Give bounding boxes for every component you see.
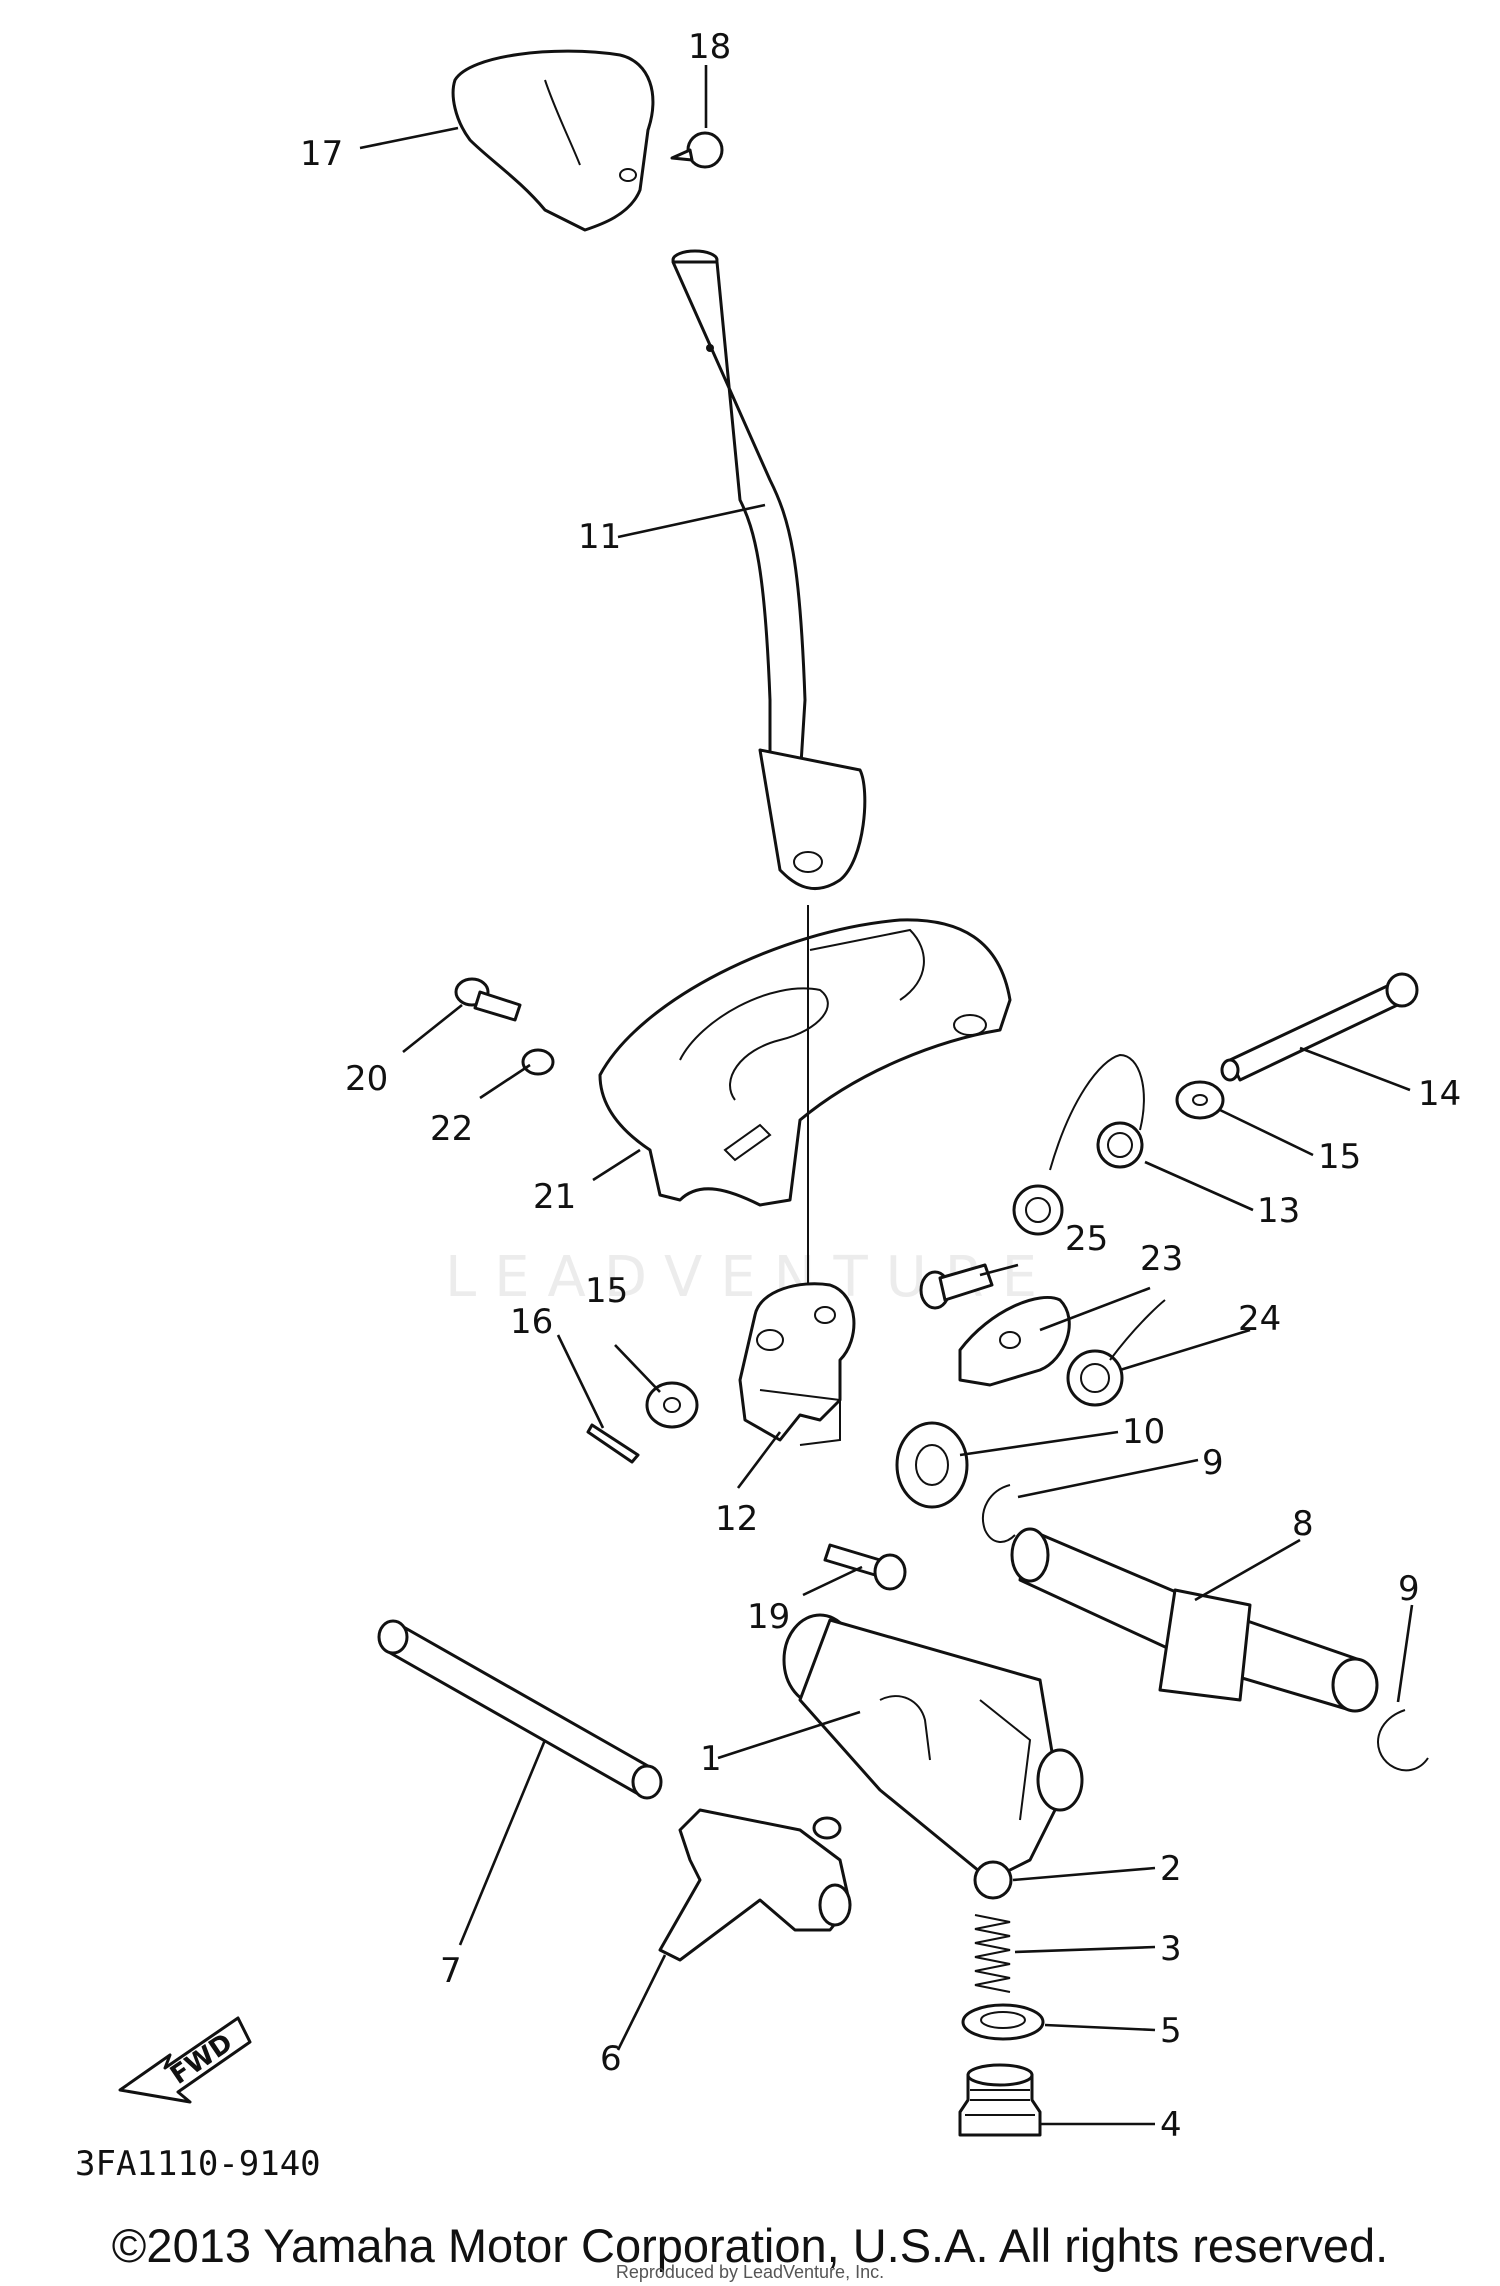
plug-part <box>958 2063 1042 2137</box>
callout-6: 6 <box>600 2039 622 2079</box>
callout-24: 24 <box>1238 1299 1281 1339</box>
cotter-pin-part <box>586 1423 640 1464</box>
spring-part <box>1012 1053 1145 1236</box>
callout-11: 11 <box>578 517 621 557</box>
callout-14: 14 <box>1418 1074 1461 1114</box>
washer-part <box>645 1381 699 1429</box>
callout-4: 4 <box>1160 2105 1182 2145</box>
bearing-part <box>895 1421 969 1509</box>
bolt-part <box>919 1263 994 1310</box>
callout-16: 16 <box>510 1302 553 1342</box>
shift-arm-part <box>738 1282 856 1446</box>
shift-knob-part <box>451 49 655 232</box>
callout-20: 20 <box>345 1059 388 1099</box>
torsion-spring-part <box>1066 1299 1166 1407</box>
callout-10: 10 <box>1122 1412 1165 1452</box>
callout-labels: 1 2 3 4 5 6 7 8 9 9 10 11 12 13 14 15 15… <box>300 27 1461 2145</box>
callout-leaders <box>359 65 1414 2126</box>
spring-part <box>974 1914 1011 1993</box>
bolt-part <box>823 1543 907 1591</box>
screw-part <box>670 131 724 169</box>
bolt-part <box>454 977 522 1022</box>
washer-part <box>961 2003 1045 2041</box>
direction-label: FWD <box>165 2028 238 2091</box>
callout-2: 2 <box>1160 1849 1182 1889</box>
callout-23: 23 <box>1140 1239 1183 1279</box>
shift-shaft-part <box>1010 1527 1379 1713</box>
callout-3: 3 <box>1160 1929 1182 1969</box>
callout-7: 7 <box>440 1951 462 1991</box>
callout-22: 22 <box>430 1109 473 1149</box>
callout-21: 21 <box>533 1177 576 1217</box>
callout-9-upper: 9 <box>1202 1443 1224 1483</box>
callout-15-left: 15 <box>585 1271 628 1311</box>
washer-part <box>521 1048 555 1076</box>
callout-25: 25 <box>1065 1219 1108 1259</box>
callout-9-lower: 9 <box>1398 1569 1420 1609</box>
callout-18: 18 <box>688 27 731 67</box>
callout-5: 5 <box>1160 2011 1182 2051</box>
callout-13: 13 <box>1257 1191 1300 1231</box>
callout-17: 17 <box>300 134 343 174</box>
pin-part <box>1220 972 1419 1082</box>
forward-arrow-icon: FWD <box>118 2016 252 2104</box>
callout-15-right: 15 <box>1318 1137 1361 1177</box>
copyright-notice: ©2013 Yamaha Motor Corporation, U.S.A. A… <box>111 2219 1389 2272</box>
diagram-code: 3FA1110-9140 <box>75 2144 321 2184</box>
reproduced-notice: Reproduced by LeadVenture, Inc. <box>615 2262 885 2282</box>
shift-lever-part <box>671 249 867 891</box>
callout-19: 19 <box>747 1597 790 1637</box>
circlip-part <box>1377 1709 1429 1772</box>
washer-part <box>1175 1080 1225 1120</box>
shift-drum-part <box>782 1613 1084 1882</box>
callout-8: 8 <box>1292 1504 1314 1544</box>
shift-guide-part <box>598 905 1012 1300</box>
circlip-part <box>982 1484 1016 1543</box>
shift-rod-part <box>377 1619 663 1800</box>
shift-fork-part <box>658 1808 852 1962</box>
callout-12: 12 <box>715 1499 758 1539</box>
stopper-plate-part <box>958 1295 1071 1387</box>
callout-1: 1 <box>700 1739 722 1779</box>
ball-part <box>973 1860 1013 1900</box>
